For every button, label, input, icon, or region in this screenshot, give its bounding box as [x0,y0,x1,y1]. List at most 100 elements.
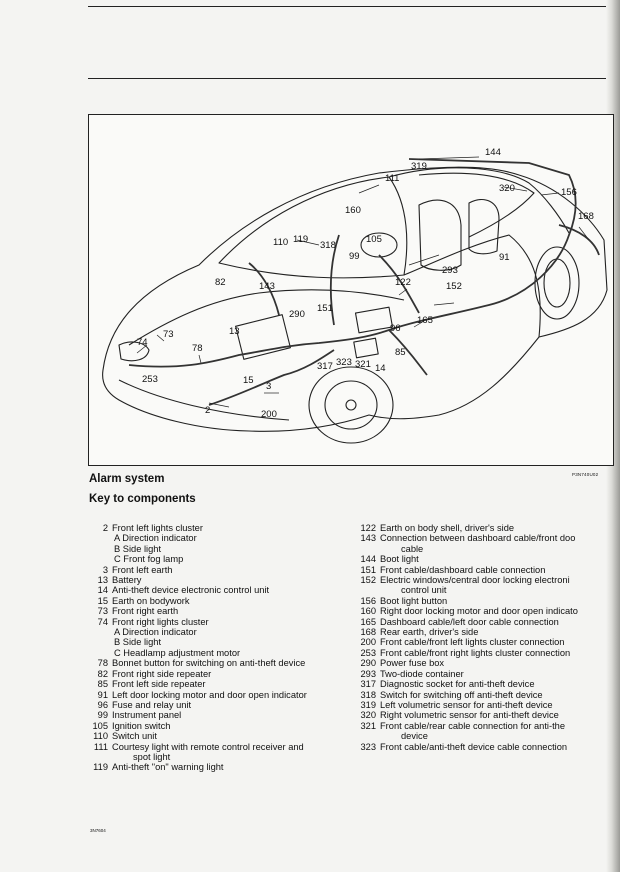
callout-14: 14 [375,363,386,374]
wiring-harness [128,158,600,406]
component-row: control unit [354,585,620,595]
header-rule-top [88,6,620,7]
component-description: Boot light [380,554,419,565]
component-row: 85 Front left side repeater [86,679,348,689]
component-row: B Side light [86,544,348,554]
callout-2: 2 [205,405,210,416]
component-row: A Direction indicator [86,627,348,637]
component-description: Front left side repeater [112,679,206,690]
component-number: 2 [102,523,108,533]
callout-105: 105 [366,234,382,245]
callout-317: 317 [317,361,333,372]
callout-74: 74 [137,337,148,348]
component-sub-item: C Headlamp adjustment motor [114,647,241,658]
component-description: Ignition switch [112,720,171,731]
callout-320: 320 [499,183,515,194]
component-number: 85 [97,679,108,690]
component-row: B Side light [86,637,348,647]
component-description: Boot light button [380,595,448,606]
component-number: 290 [360,658,376,669]
component-number: 317 [360,679,376,690]
component-row: C Front fog lamp [86,554,348,564]
component-description-continued: control unit [401,585,447,596]
windscreen-outline [218,176,408,279]
callout-122: 122 [395,277,411,288]
component-number: 321 [360,720,376,731]
callout-318: 318 [320,240,336,251]
component-description: Front left earth [112,564,173,575]
component-description: Front left lights cluster [112,523,203,533]
callout-200: 200 [261,409,277,420]
callout-99: 99 [349,251,360,262]
component-number: 99 [97,710,108,721]
callout-143: 143 [259,281,275,292]
callout-96: 96 [390,323,401,334]
callout-156: 156 [561,187,577,198]
rear-window-outline [418,172,535,238]
seat-front [418,199,462,271]
component-sub-item: B Side light [114,637,162,648]
component-description-continued: device [401,731,428,742]
component-number: 105 [92,720,108,731]
component-number: 319 [360,699,376,710]
callout-319: 319 [411,161,427,172]
component-description: Front cable/front left lights cluster co… [380,637,565,648]
figure-code: P3N740U02 [572,472,599,477]
component-description-continued: cable [401,543,424,554]
callout-73: 73 [163,329,174,340]
door-outline [403,234,541,338]
callout-110: 110 [273,237,288,248]
component-row: 105 Ignition switch [86,721,348,731]
component-description: Left door locking motor and door open in… [112,689,307,700]
callout-290: 290 [289,309,305,320]
component-number: 3 [102,564,108,575]
front-wheel [308,366,394,444]
ecu-box [353,337,379,359]
component-description: Two-diode container [380,668,464,679]
callout-151: 151 [317,303,333,314]
component-description: Switch for switching off anti-theft devi… [380,689,543,700]
component-number: 91 [97,689,108,700]
component-number: 160 [360,606,376,617]
component-row: device [354,731,620,741]
component-description: Right volumetric sensor for anti-theft d… [380,710,559,721]
callout-15: 15 [243,375,254,386]
headlamp-left [118,341,150,362]
component-description: Power fuse box [380,658,445,669]
component-number: 13 [97,575,108,586]
callout-152: 152 [446,281,462,292]
component-row: 290 Power fuse box [354,658,620,668]
callout-321: 321 [355,359,371,370]
callout-85: 85 [395,347,406,358]
component-number: 323 [360,741,376,752]
roof-outline [388,167,570,234]
callout-293: 293 [442,265,458,276]
component-number: 156 [360,595,376,606]
callout-111: 111 [385,173,399,184]
component-description: Fuse and relay unit [112,699,192,710]
component-description: Front cable/front right lights cluster c… [380,647,571,658]
callout-253: 253 [142,374,158,385]
component-row: cable [354,544,620,554]
fuse-box [354,306,394,334]
callout-119: 119 [293,234,308,245]
component-description: Connection between dashboard cable/front… [380,533,576,544]
component-number: 318 [360,689,376,700]
